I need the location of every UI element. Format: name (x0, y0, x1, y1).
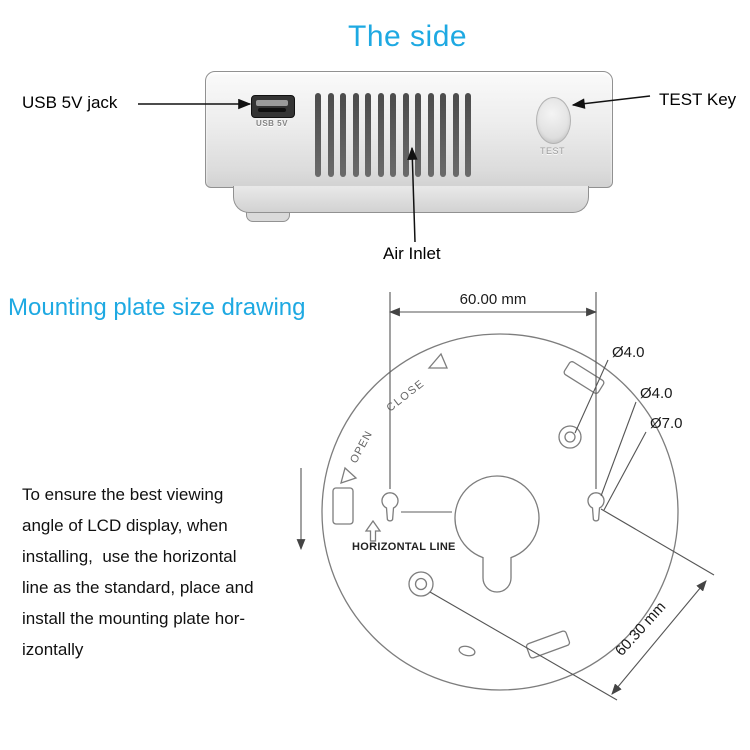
close-direction-arrow-icon (427, 352, 448, 369)
open-direction-arrow-icon (340, 466, 358, 484)
usb-port (251, 95, 295, 118)
usb-port-engraving: USB 5V (256, 119, 288, 128)
note-line: installing, use the horizontal (22, 547, 237, 566)
left-screw-keyhole (381, 492, 399, 522)
close-label: CLOSE (384, 377, 427, 414)
bottom-hole-outer (408, 571, 434, 597)
dim-6030mm-label: 60.30 mm (612, 599, 669, 660)
section-title-mounting-plate: Mounting plate size drawing (8, 294, 306, 321)
leader-dia4-mid (600, 401, 637, 497)
note-line: install the mounting plate hor- (22, 609, 246, 628)
page-title: The side (348, 20, 468, 53)
usb-port-slot (258, 108, 286, 112)
hole-4mm-inner (564, 431, 576, 443)
horizontal-line-label: HORIZONTAL LINE (352, 541, 456, 553)
dia-7-label: Ø7.0 (650, 415, 683, 432)
device-base (233, 186, 589, 213)
dimension-texts: 60.00 mm Ø4.0 Ø4.0 Ø7.0 60.30 mm (460, 291, 683, 659)
ext-line-diag-top (600, 508, 715, 576)
leader-dia4-top (574, 359, 609, 434)
up-arrow-icon (364, 519, 382, 542)
usb-port-contact (256, 100, 288, 106)
open-label: OPEN (348, 429, 375, 466)
slot-bottom-left-oval (458, 645, 476, 657)
usb-jack-label: USB 5V jack (22, 93, 118, 112)
dia-4-top-label: Ø4.0 (612, 344, 645, 361)
slot-bottom (525, 630, 571, 659)
air-inlet-vents (315, 93, 471, 177)
dim-line-6030mm (611, 580, 707, 695)
dim-60mm-label: 60.00 mm (460, 291, 527, 308)
dia-4-mid-label: Ø4.0 (640, 385, 673, 402)
installation-note: To ensure the best viewing angle of LCD … (22, 479, 254, 665)
ext-line-diag-bottom (429, 591, 618, 701)
test-button-engraving: TEST (539, 146, 565, 156)
slot-left (332, 487, 354, 525)
dimension-lines (296, 292, 715, 701)
center-keyhole (454, 475, 540, 593)
mounting-plate-drawing (321, 333, 679, 691)
slot-top-right (563, 361, 605, 394)
note-line: To ensure the best viewing (22, 485, 224, 504)
hole-4mm-outer (558, 425, 582, 449)
note-line: izontally (22, 640, 84, 659)
bottom-hole-inner (414, 577, 428, 591)
air-inlet-label: Air Inlet (383, 244, 441, 263)
leader-dia7 (603, 431, 647, 511)
plate-outer-circle (321, 333, 679, 691)
note-line: line as the standard, place and (22, 578, 254, 597)
test-key-label: TEST Key (659, 90, 737, 109)
right-screw-keyhole (587, 492, 605, 522)
test-button (536, 97, 571, 144)
note-line: angle of LCD display, when (22, 516, 228, 535)
